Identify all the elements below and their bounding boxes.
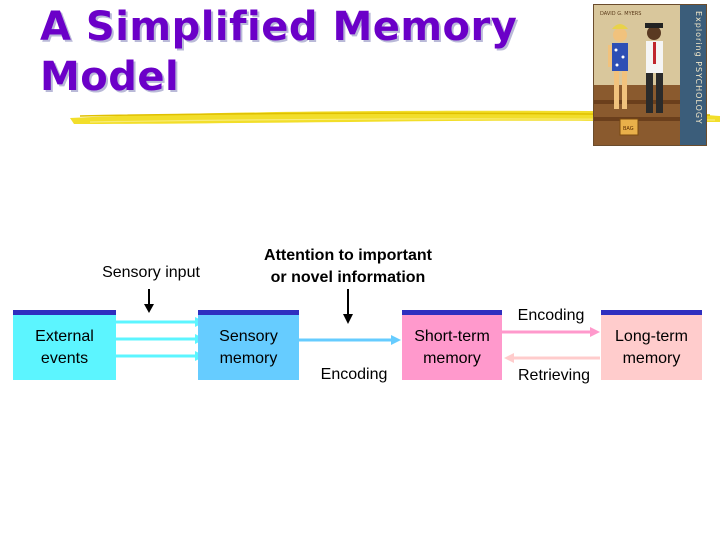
sensory-to-short-term-arrow [297, 335, 401, 345]
sensory-input-label: Sensory input [102, 264, 200, 281]
short-to-long-term-arrow [502, 327, 600, 337]
sensory-memory-line-2: memory [219, 349, 278, 367]
book-cover-title: Exploring PSYCHOLOGY [694, 11, 703, 125]
sensory-memory-box-bar [198, 310, 299, 315]
sensory-memory-line-1: Sensory [219, 327, 278, 345]
title-line-1: A Simplified Memory [40, 4, 518, 50]
long-to-short-term-arrow [504, 353, 600, 363]
short-term-memory-box: Short-term memory [402, 315, 502, 380]
attention-label-line-1: Attention to important [264, 247, 432, 264]
attention-arrow [343, 289, 353, 324]
short-term-memory-box-bar [402, 310, 502, 315]
sensory-memory-box: Sensory memory [198, 315, 299, 380]
external-events-box: External events [13, 315, 116, 380]
title-line-2: Model [40, 54, 180, 100]
external-to-sensory-arrows [115, 317, 205, 361]
long-term-memory-line-1: Long-term [615, 327, 688, 345]
long-term-memory-box: Long-term memory [601, 315, 702, 380]
book-cover-spine [680, 5, 706, 145]
long-term-memory-box-bar [601, 310, 702, 315]
external-events-box-bar [13, 310, 116, 315]
svg-text:BAG: BAG [623, 126, 634, 132]
long-term-memory-line-2: memory [622, 349, 681, 367]
slide-title: A Simplified Memory Model [40, 2, 517, 102]
sensory-input-arrow [144, 289, 154, 313]
encoding-label-bottom: Encoding [320, 366, 388, 383]
external-events-line-2: events [40, 349, 89, 367]
encoding-label-top: Encoding [517, 307, 585, 324]
book-cover-author: DAVID G. MYERS [600, 11, 642, 17]
attention-label: Attention to important or novel informat… [238, 245, 458, 289]
short-term-memory-line-1: Short-term [414, 327, 490, 345]
book-cover-image: BAG DAVID G. MYERS Exploring PSYCHOLOGY [593, 4, 707, 146]
retrieving-label: Retrieving [517, 367, 591, 384]
short-term-memory-line-2: memory [423, 349, 481, 367]
external-events-line-1: External [35, 327, 94, 345]
attention-label-line-2: or novel information [270, 269, 426, 286]
book-cover-illustration: BAG [594, 5, 680, 145]
